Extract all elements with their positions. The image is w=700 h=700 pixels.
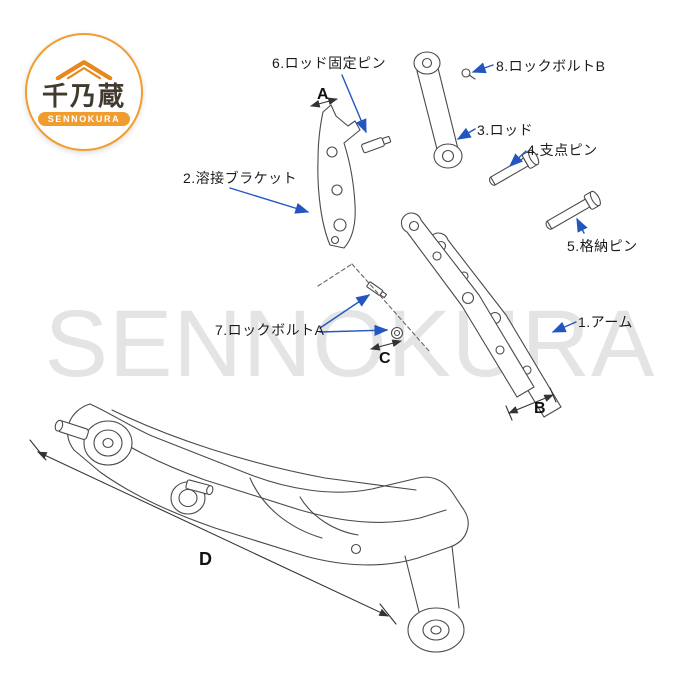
arrow-part-7a — [319, 294, 371, 329]
dimension-label-b: B — [534, 400, 546, 417]
arrow-part-5 — [576, 217, 588, 234]
callout-part-2: 2.溶接ブラケット — [183, 170, 298, 186]
dimension-label-c: C — [379, 350, 391, 367]
arrow-part-6 — [341, 74, 367, 134]
arm-plate-front-drawing — [400, 212, 535, 398]
callout-part-4: 4.支点ピン — [527, 142, 598, 158]
dimension-label-a: A — [317, 86, 329, 103]
logo-roof-icon — [55, 59, 113, 80]
welded-bracket-drawing — [317, 104, 361, 249]
arrow-part-2 — [229, 187, 310, 214]
lock-bolt-a1-drawing — [366, 281, 388, 299]
callout-part-1: 1.アーム — [578, 314, 633, 330]
arrow-part-8 — [471, 62, 494, 74]
callout-part-6: 6.ロッド固定ピン — [272, 55, 387, 71]
logo-brand-jp: 千乃蔵 — [41, 80, 126, 111]
logo-brand-en: SENNOKURA — [37, 111, 131, 127]
lock-bolt-a2-drawing — [390, 326, 404, 340]
rod-fixing-pin-drawing — [361, 135, 392, 154]
callout-part-5: 5.格納ピン — [567, 238, 638, 254]
callout-part-8: 8.ロックボルトB — [496, 58, 606, 74]
callout-part-7: 7.ロックボルトA — [215, 322, 325, 338]
assembled-arm-drawing — [54, 403, 469, 653]
dimension-label-d: D — [199, 549, 212, 569]
callout-part-3: 3.ロッド — [477, 122, 534, 138]
arrow-part-1 — [551, 321, 577, 333]
arrow-part-4 — [508, 150, 527, 167]
rod-drawing — [413, 51, 463, 169]
lock-bolt-b-drawing — [461, 68, 476, 80]
arrow-part-7b — [319, 324, 389, 336]
callout-arrows — [229, 62, 588, 336]
storage-pin-drawing — [545, 190, 601, 230]
arrow-part-3 — [456, 127, 476, 140]
logo: 千乃蔵 SENNOKURA — [25, 33, 143, 151]
